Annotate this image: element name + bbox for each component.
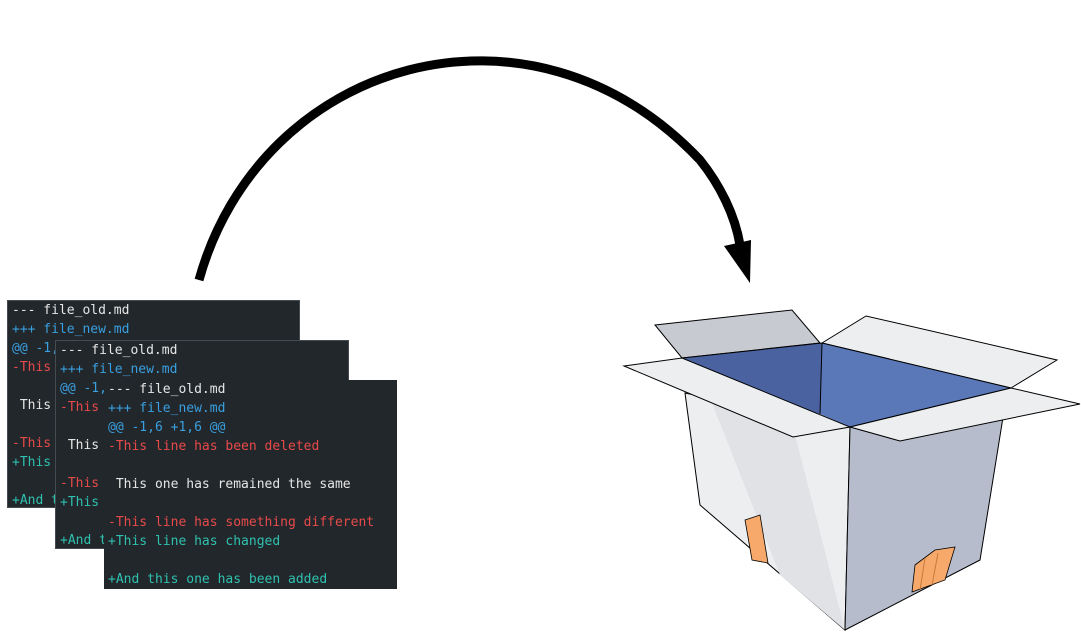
diff-line: +++ file_new.md	[12, 322, 130, 337]
diff-line: +++ file_new.md	[108, 401, 226, 416]
diff-line: -This line has something different	[108, 515, 375, 530]
box-front-right-flap	[848, 387, 1081, 442]
diff-line: --- file_old.md	[60, 343, 178, 358]
box-tape-left	[744, 514, 769, 564]
arrow-curve	[194, 56, 745, 282]
box-left-shade	[710, 398, 845, 630]
arrow-head	[724, 240, 751, 283]
diff-line: +++ file_new.md	[60, 362, 178, 377]
box-right-side	[844, 404, 1006, 631]
box-interior-left	[682, 343, 822, 414]
diff-line: --- file_old.md	[108, 382, 226, 397]
diff-line: +And this one has been added	[108, 572, 328, 587]
diff-line: @@ -1,6 +1,6 @@	[108, 420, 226, 435]
box-interior-right	[820, 343, 1011, 427]
box-tape-right	[911, 546, 956, 593]
diff-card-front: --- file_old.md +++ file_new.md @@ -1,6 +1…	[104, 380, 397, 589]
diff-line: +This line has changed	[108, 534, 281, 549]
diff-line: --- file_old.md	[12, 303, 130, 318]
diff-line: -This line has been deleted	[108, 439, 320, 454]
diff-line: This one has remained the same	[108, 477, 351, 492]
